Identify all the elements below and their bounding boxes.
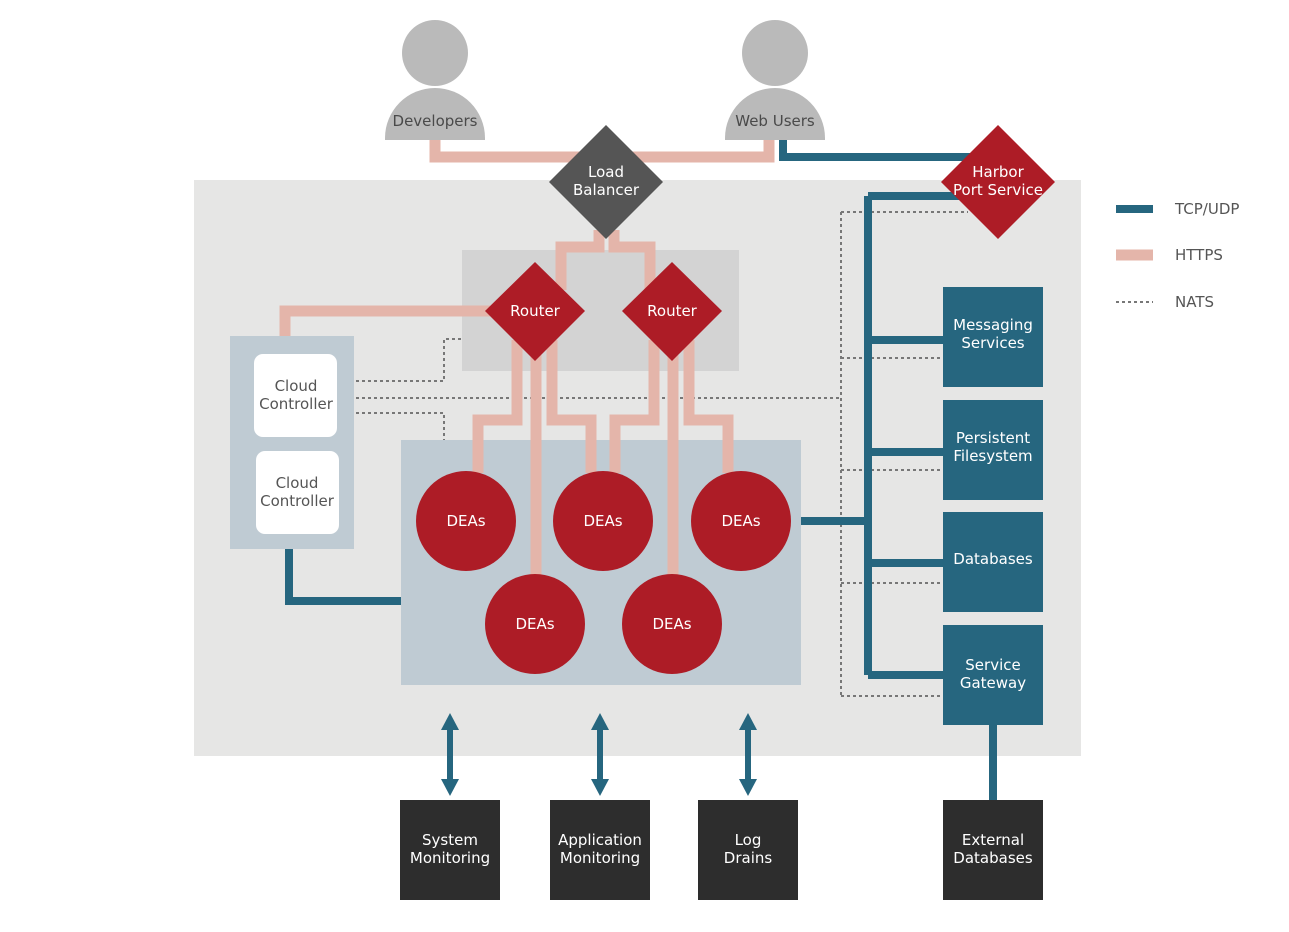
cloud-controller-1-label-1: Cloud — [275, 377, 318, 395]
databases-box — [943, 512, 1043, 612]
dea-1-circle — [416, 471, 516, 571]
databases-label: Databases — [953, 550, 1033, 568]
legend-nats-label: NATS — [1175, 293, 1214, 311]
router-1-diamond — [485, 262, 585, 361]
dea-5-circle — [622, 574, 722, 674]
system-monitoring-label-2: Monitoring — [410, 849, 490, 867]
external-databases-label-1: External — [962, 831, 1024, 849]
log-drains: Log Drains — [698, 800, 798, 900]
web-users-label: Web Users — [735, 112, 815, 130]
web-users-head — [742, 20, 808, 86]
log-drains-box — [698, 800, 798, 900]
dea-4: DEAs — [485, 574, 585, 674]
external-databases: External Databases — [943, 800, 1043, 900]
databases: Databases — [943, 512, 1043, 612]
service-gateway-label-2: Gateway — [960, 674, 1026, 692]
dea-2: DEAs — [553, 471, 653, 571]
cloud-controller-2-box — [256, 451, 339, 534]
system-monitoring: System Monitoring — [400, 800, 500, 900]
dea-4-circle — [485, 574, 585, 674]
dea-2-label: DEAs — [583, 512, 622, 530]
monitoring-arrows — [441, 713, 757, 796]
dea-3-circle — [691, 471, 791, 571]
legend-tcp-label: TCP/UDP — [1174, 200, 1239, 218]
developers-head — [402, 20, 468, 86]
persistent-filesystem-label-1: Persistent — [956, 429, 1030, 447]
router-1-label: Router — [510, 302, 561, 320]
harbor-port-service: Harbor Port Service — [941, 125, 1055, 239]
dea-4-label: DEAs — [515, 615, 554, 633]
dea-3-label: DEAs — [721, 512, 760, 530]
web-users-user: Web Users — [725, 20, 825, 140]
application-monitoring-box — [550, 800, 650, 900]
dea-1: DEAs — [416, 471, 516, 571]
router-1: Router — [485, 262, 585, 361]
system-monitoring-label-1: System — [422, 831, 478, 849]
cloud-controller-1-label-2: Controller — [259, 395, 334, 413]
messaging-services-label-1: Messaging — [953, 316, 1033, 334]
developers-label: Developers — [393, 112, 478, 130]
messaging-services-label-2: Services — [961, 334, 1024, 352]
application-monitoring: Application Monitoring — [550, 800, 650, 900]
load-balancer-label-2: Balancer — [573, 181, 640, 199]
load-balancer: Load Balancer — [549, 125, 663, 239]
load-balancer-diamond — [549, 125, 663, 239]
service-gateway-label-1: Service — [965, 656, 1020, 674]
web-users-body — [725, 88, 825, 140]
system-monitoring-arrow — [441, 713, 459, 796]
legend-https-label: HTTPS — [1175, 246, 1223, 264]
log-drains-label-2: Drains — [724, 849, 773, 867]
service-gateway-box — [943, 625, 1043, 725]
cloud-controller-2: Cloud Controller — [256, 451, 339, 534]
dea-5-label: DEAs — [652, 615, 691, 633]
external-databases-label-2: Databases — [953, 849, 1033, 867]
dea-1-label: DEAs — [446, 512, 485, 530]
cloud-controller-1-box — [254, 354, 337, 437]
load-balancer-label-1: Load — [588, 163, 624, 181]
cloud-controller-1: Cloud Controller — [254, 354, 337, 437]
application-monitoring-label-2: Monitoring — [560, 849, 640, 867]
messaging-services: Messaging Services — [943, 287, 1043, 387]
dea-2-circle — [553, 471, 653, 571]
application-monitoring-label-1: Application — [558, 831, 642, 849]
persistent-filesystem: Persistent Filesystem — [943, 400, 1043, 500]
log-drains-arrow — [739, 713, 757, 796]
persistent-filesystem-box — [943, 400, 1043, 500]
dea-3: DEAs — [691, 471, 791, 571]
log-drains-label-1: Log — [735, 831, 762, 849]
nats-lines — [356, 211, 968, 697]
router-2: Router — [622, 262, 722, 361]
developers-user: Developers — [385, 20, 485, 140]
service-gateway: Service Gateway — [943, 625, 1043, 725]
harbor-label-2: Port Service — [953, 181, 1043, 199]
external-databases-box — [943, 800, 1043, 900]
messaging-services-box — [943, 287, 1043, 387]
application-monitoring-arrow — [591, 713, 609, 796]
legend: TCP/UDP HTTPS NATS — [1116, 200, 1239, 311]
developers-body — [385, 88, 485, 140]
cloud-controller-2-label-1: Cloud — [276, 474, 319, 492]
harbor-label-1: Harbor — [972, 163, 1024, 181]
dea-5: DEAs — [622, 574, 722, 674]
persistent-filesystem-label-2: Filesystem — [953, 447, 1032, 465]
cloud-controller-2-label-2: Controller — [260, 492, 335, 510]
router-2-label: Router — [647, 302, 698, 320]
system-monitoring-box — [400, 800, 500, 900]
router-2-diamond — [622, 262, 722, 361]
harbor-diamond — [941, 125, 1055, 239]
